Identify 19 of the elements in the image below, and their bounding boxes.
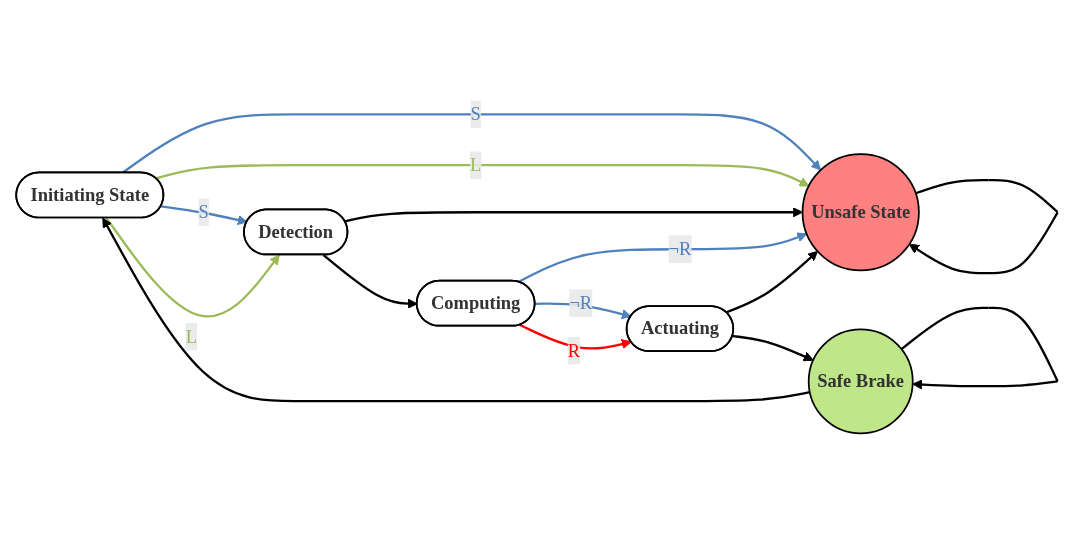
node-circle: Safe Brake	[807, 328, 914, 435]
arrow	[161, 205, 248, 225]
arrow	[519, 324, 632, 350]
edge-label: ¬R	[569, 292, 592, 313]
arrow	[517, 232, 808, 284]
arrow	[155, 164, 810, 187]
arrow	[732, 334, 814, 362]
arrow	[121, 113, 822, 174]
edge-label: S	[198, 201, 209, 222]
edge-label: R	[567, 340, 580, 360]
node-circle: Unsafe State	[801, 153, 920, 272]
arrow	[102, 217, 811, 403]
edge-label: L	[470, 154, 482, 175]
edge-label: S	[470, 104, 481, 124]
edge-label: ¬R	[668, 238, 692, 259]
arrow	[105, 217, 280, 318]
arrow	[344, 207, 803, 223]
arrow	[725, 250, 819, 314]
edge-label: L	[185, 326, 197, 346]
